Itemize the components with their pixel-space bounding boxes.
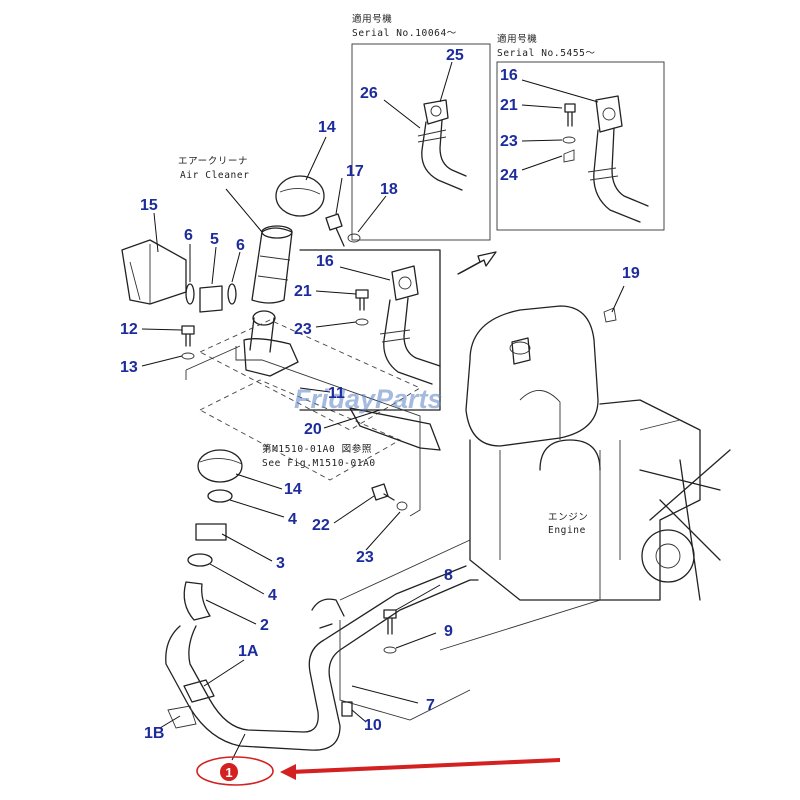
inset-frame-serial-10064 xyxy=(351,43,491,241)
note-engine-jp: エンジン xyxy=(548,512,588,523)
note-air-cleaner-jp: エアークリーナ xyxy=(178,156,248,167)
engine-block xyxy=(469,390,731,601)
bolt-17 xyxy=(325,213,361,247)
precleaner-cap-bottom xyxy=(197,449,243,483)
watermark-logo: FridayParts xyxy=(294,384,443,414)
callout-14-top: 14 xyxy=(318,119,336,136)
callout-1: 1 xyxy=(225,765,232,780)
callout-9: 9 xyxy=(444,623,453,640)
callout-18: 18 xyxy=(380,181,398,198)
callout-23-lower: 23 xyxy=(356,549,374,566)
callout-7: 7 xyxy=(426,697,435,714)
note-serial-a: Serial No.10064～ xyxy=(352,28,457,39)
highlight-ellipse xyxy=(196,756,274,786)
callout-2: 2 xyxy=(260,617,269,634)
callout-19: 19 xyxy=(622,265,640,282)
callout-21-inset: 21 xyxy=(500,97,518,114)
callout-3: 3 xyxy=(276,555,285,572)
callout-17: 17 xyxy=(346,163,364,180)
callout-23-inset: 23 xyxy=(500,133,518,150)
callout-23-center: 23 xyxy=(294,321,312,338)
callout-10: 10 xyxy=(364,717,382,734)
inset-pipe-16-24 xyxy=(562,95,649,223)
note-serial-a-jp: 適用号機 xyxy=(352,13,392,25)
note-serial-b: Serial No.5455～ xyxy=(497,48,596,59)
muffler xyxy=(465,305,617,447)
callout-16-center: 16 xyxy=(316,253,334,270)
callout-16-inset: 16 xyxy=(500,67,518,84)
direction-arrow xyxy=(457,251,497,275)
watermark-text-2: Parts xyxy=(375,384,443,414)
highlight-arrow xyxy=(280,758,560,780)
frame-line xyxy=(339,450,601,721)
precleaner-cap-top xyxy=(275,175,325,217)
note-engine: Engine xyxy=(548,525,586,536)
callout-1-badge xyxy=(220,763,238,781)
intake-elbow-15 xyxy=(121,239,187,305)
clip-10 xyxy=(341,701,353,717)
main-intake-pipe-1 xyxy=(165,565,479,751)
callout-15: 15 xyxy=(140,197,158,214)
callout-1b: 1B xyxy=(144,725,164,742)
support-rod xyxy=(235,346,421,517)
callout-11: 11 xyxy=(328,385,345,402)
note-see-fig: See Fig.M1510-01A0 xyxy=(262,458,376,469)
hose-and-clamps xyxy=(185,283,237,313)
inset-pipe-25-26 xyxy=(417,99,467,191)
note-serial-b-jp: 適用号機 xyxy=(497,33,537,45)
leader-lines xyxy=(141,61,625,761)
callout-25: 25 xyxy=(446,47,464,64)
callout-6-right: 6 xyxy=(236,237,245,254)
callout-6-left: 6 xyxy=(184,227,193,244)
callout-26: 26 xyxy=(360,85,378,102)
lower-hose-parts xyxy=(183,489,233,621)
callout-1a: 1A xyxy=(238,643,259,660)
bolt-8 xyxy=(383,609,397,654)
inset-frame-serial-5455 xyxy=(496,61,665,231)
center-pipe-16 xyxy=(299,249,441,411)
callout-21-center: 21 xyxy=(294,283,312,300)
support-bracket-20 xyxy=(349,407,441,451)
callout-5: 5 xyxy=(210,231,219,248)
watermark-text-1: Friday xyxy=(294,384,377,414)
callout-4-lower: 4 xyxy=(268,587,277,604)
note-air-cleaner: Air Cleaner xyxy=(180,170,250,181)
callout-13: 13 xyxy=(120,359,138,376)
callout-20: 20 xyxy=(304,421,322,438)
bolt-22 xyxy=(371,483,408,511)
callout-22: 22 xyxy=(312,517,330,534)
callout-14-bottom: 14 xyxy=(284,481,302,498)
callout-4-upper: 4 xyxy=(288,511,297,528)
bolt-12 xyxy=(181,325,195,360)
callout-8: 8 xyxy=(444,567,453,584)
callout-24: 24 xyxy=(500,167,518,184)
callout-12: 12 xyxy=(120,321,138,338)
note-see-fig-jp: 第M1510-01A0 図参照 xyxy=(262,443,372,455)
